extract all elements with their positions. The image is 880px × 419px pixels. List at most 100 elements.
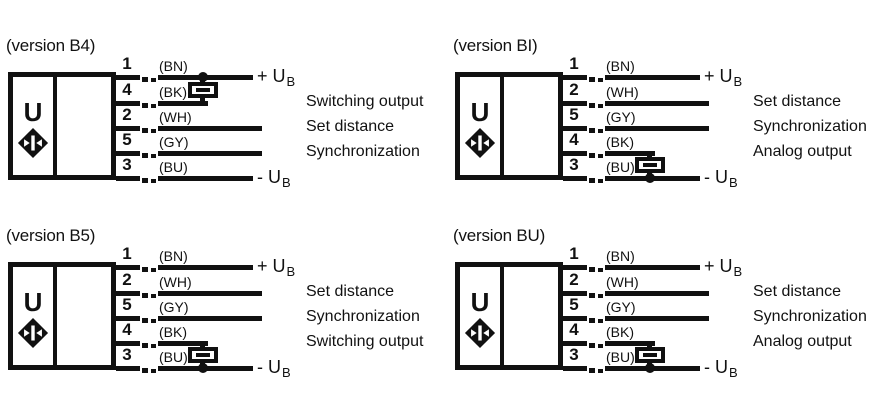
diagram-version-b5: (version B5) U 1 (BN) 2 (WH) 5 (GY) 4 [0, 190, 443, 400]
pin-number: 5 [569, 105, 579, 124]
terminal-subscript: B [733, 264, 743, 279]
ultrasonic-sensor-icon [17, 317, 49, 349]
pin-stub [116, 265, 140, 270]
cable-break-dash [589, 267, 595, 272]
cable-break-dash [151, 104, 156, 108]
wire-color-label: (GY) [159, 299, 189, 315]
terminal-negative-label: - UB [257, 357, 291, 380]
wire-color-label: (BN) [159, 58, 188, 74]
cable-break-dash [142, 293, 148, 298]
function-label: Set distance [306, 118, 395, 135]
wire [158, 341, 208, 346]
wire [605, 126, 709, 131]
resistor-bar [196, 88, 210, 92]
terminal-negative-label: - UB [704, 167, 738, 190]
pin-stub [563, 101, 587, 106]
cable-break-dash [151, 344, 156, 348]
terminal-main: + U [257, 256, 286, 276]
wire [158, 316, 262, 321]
terminal-main: - U [257, 167, 281, 187]
pin-number: 5 [569, 295, 579, 314]
function-label: Synchronization [306, 308, 420, 325]
pin-number: 1 [122, 54, 132, 73]
wire-color-label: (BN) [606, 58, 635, 74]
function-label: Set distance [306, 283, 395, 300]
terminal-subscript: B [286, 74, 296, 89]
sensor-box: U [455, 262, 563, 370]
pin-stub [563, 75, 587, 80]
ultrasonic-sensor-icon [464, 317, 496, 349]
wire [605, 291, 709, 296]
pin-number: 2 [569, 80, 579, 99]
wire [158, 265, 253, 270]
terminal-main: - U [704, 357, 728, 377]
terminal-main: - U [257, 357, 281, 377]
pin-stub [116, 341, 140, 346]
wire-color-label: (GY) [606, 299, 636, 315]
cable-break-dash [142, 343, 148, 348]
junction-dot [645, 173, 655, 183]
terminal-positive-label: + UB [257, 66, 296, 89]
diagram-version-bu: (version BU) U 1 (BN) 2 (WH) 5 (GY) 4 [447, 190, 880, 400]
cable-break-dash [142, 153, 148, 158]
function-label: Synchronization [753, 308, 867, 325]
cable-break-dash [142, 103, 148, 108]
cable-break-dash [151, 319, 156, 323]
pin-stub [116, 291, 140, 296]
resistor-bar [643, 353, 657, 357]
cable-break-dash [142, 368, 148, 373]
terminal-main: + U [704, 256, 733, 276]
function-label: Synchronization [306, 143, 420, 160]
terminal-negative-label: - UB [257, 167, 291, 190]
pin-number: 4 [122, 320, 132, 339]
pin-stub [116, 366, 140, 371]
ultrasonic-sensor-icon [17, 127, 49, 159]
diagram-title: (version B5) [6, 226, 96, 245]
pin-number: 2 [569, 270, 579, 289]
cable-break-dash [598, 369, 603, 373]
sensor-body-cell [57, 77, 111, 175]
wire-color-label: (BK) [159, 84, 187, 100]
wire-color-label: (GY) [606, 109, 636, 125]
function-label: Set distance [753, 93, 842, 110]
pin-number: 1 [569, 54, 579, 73]
sensor-type-letter: U [470, 287, 490, 317]
function-label: Set distance [753, 283, 842, 300]
wire-color-label: (BN) [159, 248, 188, 264]
pin-stub [116, 75, 140, 80]
cable-break-dash [151, 268, 156, 272]
load-resistor [188, 347, 218, 363]
pin-stub [563, 291, 587, 296]
cable-break-dash [598, 344, 603, 348]
cable-break-dash [589, 77, 595, 82]
cable-break-dash [589, 293, 595, 298]
cable-break-dash [598, 268, 603, 272]
wire [158, 291, 262, 296]
wire [158, 176, 253, 181]
terminal-main: - U [704, 167, 728, 187]
wire [605, 265, 700, 270]
cable-break-dash [589, 128, 595, 133]
pin-stub [116, 126, 140, 131]
cable-break-dash [598, 179, 603, 183]
cable-break-dash [598, 104, 603, 108]
cable-break-dash [598, 129, 603, 133]
sensor-type-letter: U [470, 97, 490, 127]
terminal-positive-label: + UB [704, 66, 742, 89]
cable-break-dash [151, 129, 156, 133]
cable-break-dash [151, 369, 156, 373]
wire-color-label: (BK) [606, 134, 634, 150]
wire [605, 151, 655, 156]
sensor-symbol-cell: U [13, 267, 57, 365]
pin-number: 2 [122, 105, 132, 124]
wire-color-label: (BU) [159, 159, 188, 175]
sensor-box: U [8, 262, 116, 370]
sensor-body-cell [504, 77, 558, 175]
cable-break-dash [589, 178, 595, 183]
sensor-body-cell [57, 267, 111, 365]
wire-color-label: (WH) [159, 274, 192, 290]
diagram-version-b4: (version B4) U 1 (BN) 4 (BK) 2 (WH) 5 [0, 0, 443, 210]
terminal-main: + U [257, 66, 286, 86]
diagram-title: (version BI) [453, 36, 538, 55]
wire [605, 101, 709, 106]
